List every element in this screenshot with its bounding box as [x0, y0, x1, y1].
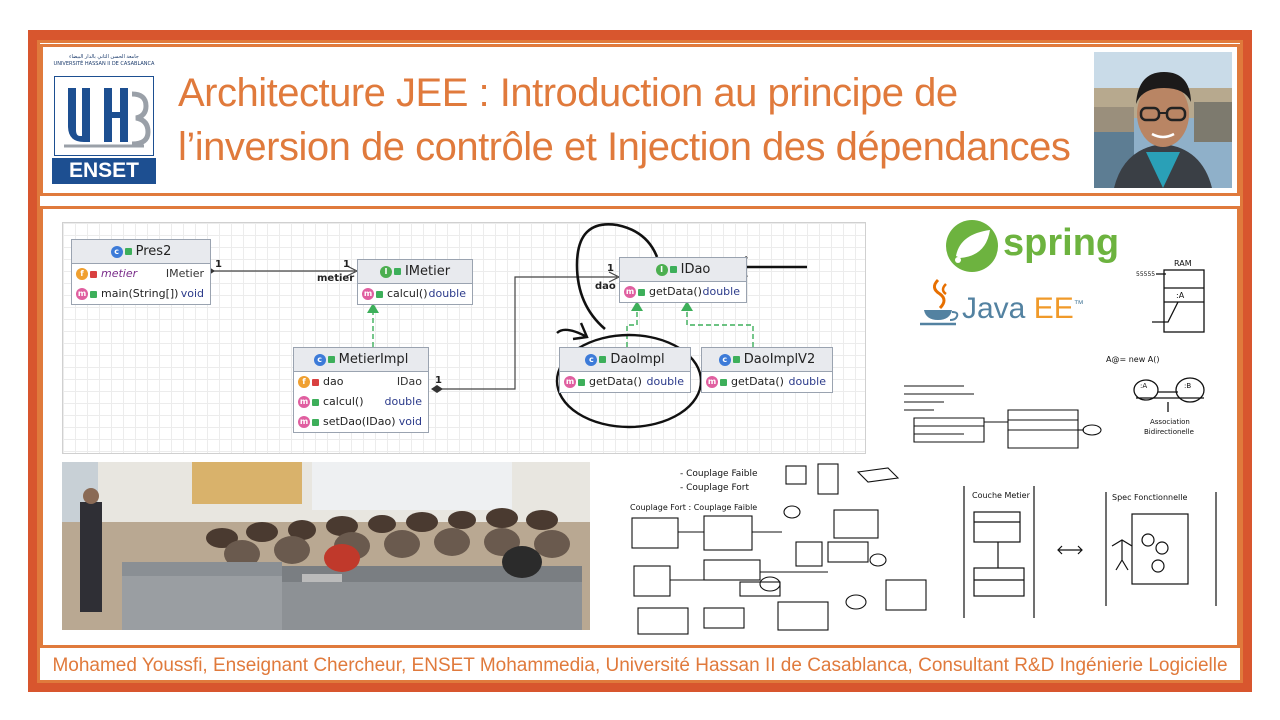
handwritten-curve: [575, 223, 659, 330]
ram-sketch-image: RAM :A 55555 A@= new A() :A :B Associati…: [1106, 259, 1205, 436]
public-icon: [669, 266, 677, 273]
code-sketch-image: [904, 385, 1102, 449]
public-icon: [90, 290, 97, 298]
interface-icon: I: [379, 265, 392, 278]
method-icon: m: [298, 396, 310, 408]
multiplicity-label: 1: [435, 375, 442, 386]
svg-text:55555: 55555: [1136, 271, 1155, 278]
public-icon: [393, 268, 401, 275]
title-line-2: l’inversion de contrôle et Injection des…: [178, 125, 1071, 169]
public-icon: [312, 418, 319, 426]
university-logo: جامعة الحسن الثاني بالدار البيضاء UNIVER…: [52, 54, 156, 184]
public-icon: [720, 378, 727, 386]
svg-text:- Couplage Faible: - Couplage Faible: [680, 469, 758, 479]
interface-icon: I: [655, 263, 668, 276]
realization-arrow-metier: [367, 303, 379, 313]
public-icon: [124, 248, 132, 255]
method-icon: m: [362, 288, 374, 300]
multiplicity-label: 1: [343, 259, 350, 270]
layers-sketch-image: Couche Metier Spec Fonctionnelle: [963, 486, 1217, 618]
public-icon: [312, 398, 319, 406]
method-icon: m: [564, 376, 576, 388]
public-icon: [638, 288, 645, 296]
java-cup-icon: [920, 278, 959, 326]
role-label-metier: metier: [317, 273, 355, 284]
multiplicity-label: 1: [607, 263, 614, 274]
footer-credits: Mohamed Youssfi, Enseignant Chercheur, E…: [52, 655, 1228, 676]
presenter-photo: [1094, 52, 1232, 188]
enset-label: ENSET: [52, 158, 156, 184]
method-icon: m: [706, 376, 718, 388]
classroom-photo: [62, 462, 590, 630]
composition-diamond-metierimpl: [431, 385, 443, 393]
page-title: Architecture JEE : Introduction au princ…: [178, 66, 1078, 174]
svg-text:- Couplage Fort: - Couplage Fort: [680, 483, 750, 493]
title-line-1: Architecture JEE : Introduction au princ…: [178, 71, 958, 115]
spring-leaf-icon: [946, 220, 998, 272]
realization-arrow-daoimplv2: [681, 301, 693, 311]
multiplicity-label: 1: [215, 259, 222, 270]
svg-text:A@= new A(): A@= new A(): [1106, 355, 1160, 364]
svg-text:Spec Fonctionnelle: Spec Fonctionnelle: [1112, 493, 1187, 502]
svg-text::A: :A: [1140, 382, 1147, 390]
method-icon: m: [298, 416, 310, 428]
logo-arabic-text: جامعة الحسن الثاني بالدار البيضاء UNIVER…: [53, 54, 155, 67]
role-label-dao: dao: [595, 281, 616, 292]
class-icon: c: [313, 353, 326, 366]
svg-text:Bidirectionelle: Bidirectionelle: [1144, 428, 1194, 436]
svg-text::B: :B: [1184, 382, 1191, 390]
class-icon: c: [585, 353, 598, 366]
header-panel: [40, 44, 1240, 196]
method-icon: m: [76, 288, 88, 300]
svg-text:RAM: RAM: [1174, 259, 1192, 268]
spring-logo-text: spring: [1003, 222, 1120, 264]
private-icon: [312, 378, 319, 386]
java-ee-logo-text: Java EE™: [962, 292, 1084, 325]
svg-text:Association: Association: [1150, 418, 1190, 426]
field-icon: f: [76, 268, 88, 280]
method-icon: m: [624, 286, 636, 298]
public-icon: [327, 356, 335, 363]
class-icon: c: [718, 353, 731, 366]
svg-text::A: :A: [1176, 291, 1185, 300]
svg-text:Couplage Fort : Couplage Faibl: Couplage Fort : Couplage Faible: [630, 503, 757, 512]
coupling-sketch-image: - Couplage Faible - Couplage Fort Coupla…: [630, 463, 927, 635]
public-icon: [578, 378, 585, 386]
field-icon: f: [298, 376, 310, 388]
realization-arrow-daoimpl: [631, 301, 643, 311]
public-icon: [376, 290, 383, 298]
class-icon: c: [110, 245, 123, 258]
svg-text:Couche Metier: Couche Metier: [972, 491, 1031, 500]
private-icon: [90, 270, 97, 278]
public-icon: [732, 356, 740, 363]
public-icon: [599, 356, 607, 363]
uh2c-emblem-icon: [54, 76, 154, 156]
